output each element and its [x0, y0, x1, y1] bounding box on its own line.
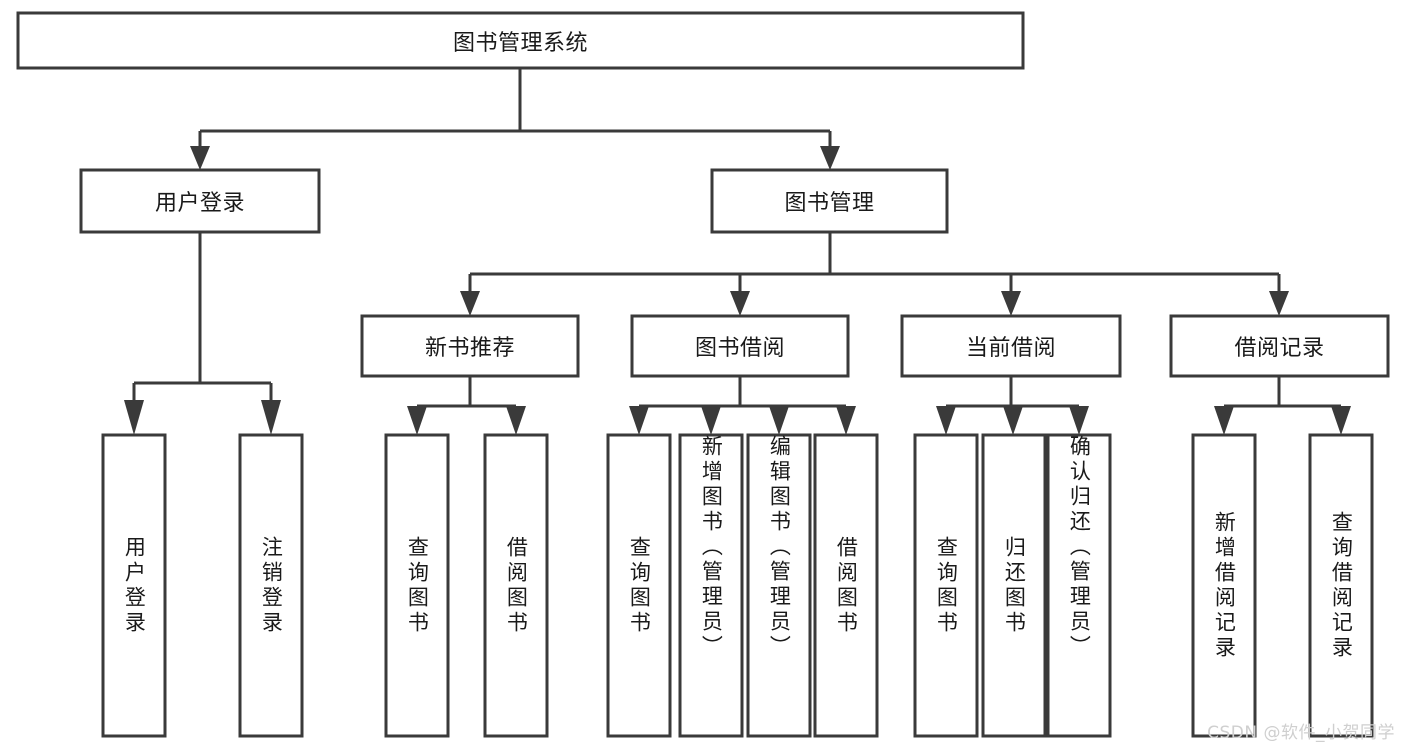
node-box-leaf-user-login[interactable]: [101, 433, 167, 738]
node-box-leaf-edit-book-admin[interactable]: [746, 433, 812, 738]
arrow-head-icon-leaf-borrow-book-recommend: [506, 406, 526, 435]
node-box-borrow-record[interactable]: [1169, 314, 1390, 378]
arrow-head-icon-leaf-query-book-current: [936, 406, 956, 435]
node-box-leaf-add-borrow-record[interactable]: [1191, 433, 1257, 738]
node-box-leaf-logout[interactable]: [238, 433, 304, 738]
arrow-head-icon-leaf-query-borrow-record: [1331, 406, 1351, 435]
arrow-head-icon-leaf-query-book-recommend: [407, 406, 427, 435]
connector-group-book-management: [460, 232, 1289, 316]
node-box-current-borrow[interactable]: [900, 314, 1122, 378]
arrow-head-icon-new-book-recommend: [460, 291, 480, 316]
arrow-head-icon-leaf-add-borrow-record: [1214, 406, 1234, 435]
arrow-head-icon-leaf-logout: [261, 400, 281, 435]
connector-group-borrow-record: [1214, 376, 1351, 435]
connector-group-root: [190, 68, 840, 170]
node-box-leaf-query-book-recommend[interactable]: [384, 433, 450, 738]
arrow-head-icon-leaf-confirm-return-admin: [1069, 406, 1089, 435]
connector-group-current-borrow: [936, 376, 1089, 435]
csdn-watermark: CSDN @软件_小贺同学: [1207, 723, 1395, 743]
node-box-leaf-query-borrow-record[interactable]: [1308, 433, 1374, 738]
arrow-head-icon-leaf-add-book-admin: [701, 406, 721, 435]
arrow-head-icon-leaf-query-book-borrow: [629, 406, 649, 435]
connector-group-user-login: [124, 232, 281, 435]
connector-group-new-book-recommend: [407, 376, 526, 435]
node-box-leaf-return-book[interactable]: [981, 433, 1047, 738]
node-box-leaf-add-book-admin[interactable]: [678, 433, 744, 738]
arrow-head-icon-current-borrow: [1001, 291, 1021, 316]
node-box-new-book-recommend[interactable]: [360, 314, 580, 378]
arrow-head-icon-user-login: [190, 146, 210, 170]
node-box-leaf-borrow-book[interactable]: [813, 433, 879, 738]
node-box-book-borrow[interactable]: [630, 314, 850, 378]
connector-group-book-borrow: [629, 376, 856, 435]
arrow-head-icon-leaf-return-book: [1003, 406, 1023, 435]
arrow-head-icon-book-management: [820, 146, 840, 170]
node-box-user-login[interactable]: [79, 168, 321, 234]
node-box-root[interactable]: [16, 11, 1025, 70]
arrow-head-icon-leaf-user-login: [124, 400, 144, 435]
node-box-leaf-confirm-return-admin[interactable]: [1046, 433, 1112, 738]
node-box-leaf-borrow-book-recommend[interactable]: [483, 433, 549, 738]
arrow-head-icon-book-borrow: [730, 291, 750, 316]
arrow-head-icon-leaf-borrow-book: [836, 406, 856, 435]
arrow-head-icon-borrow-record: [1269, 291, 1289, 316]
arrow-head-icon-leaf-edit-book-admin: [769, 406, 789, 435]
node-box-leaf-query-book-current[interactable]: [913, 433, 979, 738]
node-box-leaf-query-book-borrow[interactable]: [606, 433, 672, 738]
node-box-book-management[interactable]: [710, 168, 949, 234]
